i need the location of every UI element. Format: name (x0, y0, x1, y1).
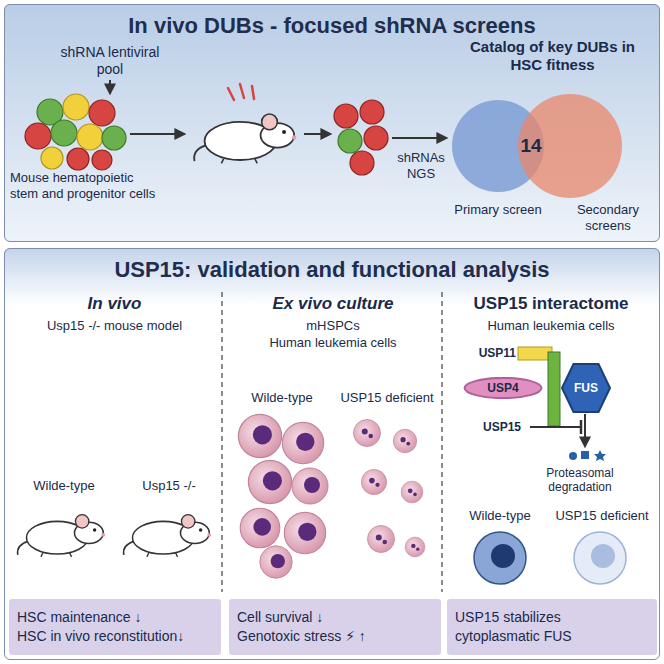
label-text: Human leukemia cells (446, 318, 656, 334)
mouse-figure (18, 515, 212, 557)
label-text: USP15 (476, 420, 528, 434)
result-box: HSC maintenance ↓HSC in vivo reconstitut… (9, 599, 221, 655)
label-text: Primary screen (452, 202, 544, 218)
label-text: In vivo (12, 294, 217, 314)
label-text: Secondary screens (560, 202, 656, 233)
node-text: HSC maintenance ↓ (17, 608, 142, 627)
label-text: Proteasomal degradation (520, 466, 640, 495)
label-text: USP15 deficient (334, 390, 440, 406)
label-text: 14 (514, 135, 548, 158)
label-text: USP15 interactome (446, 294, 656, 314)
label-text: Ex vivo culture (228, 294, 438, 314)
flow-arrow (110, 80, 446, 138)
label-text: Catalog of key DUBs in HSC fitness (455, 38, 650, 74)
label-text: Wilde-type (450, 508, 550, 524)
cell-pool (25, 94, 126, 170)
label-text: USP11 (466, 346, 516, 360)
label-text: Mouse hematopoietic stem and progenitor … (10, 170, 160, 201)
panel-title: USP15: validation and functional analysi… (5, 257, 659, 283)
selected-cells (334, 100, 388, 175)
result-box: USP15 stabilizes cytoplasmatic FUS (447, 599, 657, 655)
label-text: Wilde-type (232, 390, 332, 406)
panel: USP15: validation and functional analysi… (4, 248, 660, 660)
label-text: shRNAs NGS (394, 150, 448, 181)
protein-hexagon: FUS (561, 363, 611, 413)
label-text: shRNA lentiviral pool (60, 44, 160, 78)
node-text: USP4 (487, 381, 518, 395)
result-box: Cell survival ↓Genotoxic stress ⚡ ↑ (229, 599, 441, 655)
wild-type-cells (238, 414, 328, 578)
label-text: USP15 deficient (548, 508, 656, 524)
protein-ellipse: USP4 (463, 377, 543, 399)
label-text: mHSPCs (228, 318, 438, 334)
node-text: Genotoxic stress ⚡ ↑ (237, 627, 366, 646)
panel-title: In vivo DUBs - focused shRNA screens (5, 13, 659, 39)
node-text: HSC in vivo reconstitution↓ (17, 627, 184, 646)
venn-diagram (452, 94, 622, 198)
node-text: Cell survival ↓ (237, 608, 323, 627)
label-text: Usp15 -/- mouse model (12, 318, 217, 334)
node-text: FUS (574, 381, 598, 395)
transplant-mouse (194, 84, 296, 163)
node-text: USP15 stabilizes cytoplasmatic FUS (455, 608, 649, 646)
label-text: Human leukemia cells (228, 335, 438, 351)
label-text: Wilde-type (18, 478, 110, 494)
deficient-cells (354, 420, 425, 557)
leukemia-cell (474, 532, 626, 584)
panel: In vivo DUBs - focused shRNA screens (4, 4, 660, 242)
panel-ground (4, 4, 660, 660)
label-text: Usp15 -/- (122, 478, 216, 494)
column-divider (222, 292, 442, 592)
